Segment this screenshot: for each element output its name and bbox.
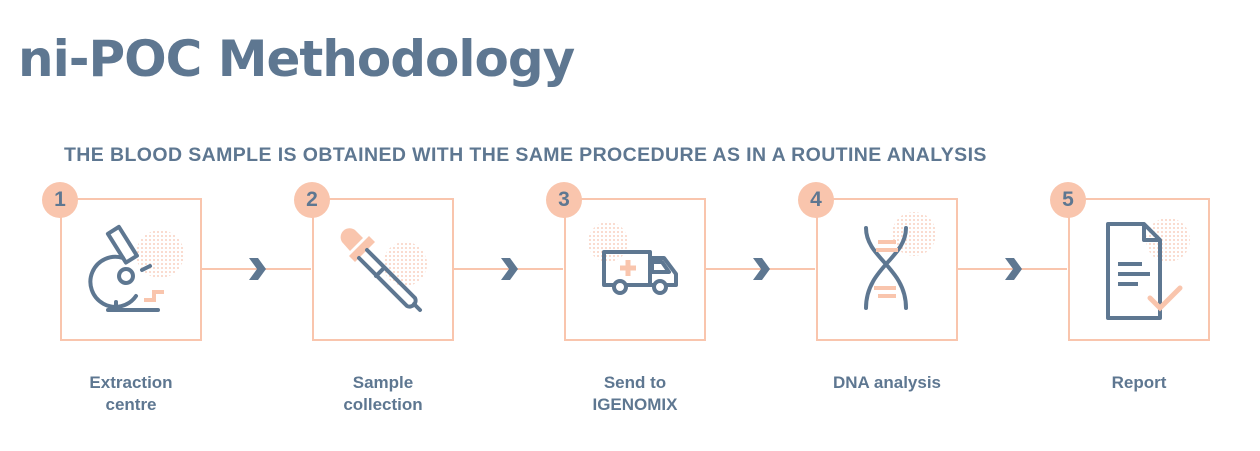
chevron-right-icon — [753, 258, 770, 280]
step-number-badge: 1 — [42, 182, 78, 218]
page-subtitle: THE BLOOD SAMPLE IS OBTAINED WITH THE SA… — [64, 144, 987, 166]
step-send-to-igenomix: 3 — [546, 182, 706, 341]
step-extraction-centre: 1 — [42, 182, 202, 341]
connector-line — [454, 268, 563, 270]
step-number-badge: 3 — [546, 182, 582, 218]
connector-line — [958, 268, 1067, 270]
step-number-badge: 4 — [798, 182, 834, 218]
dropper-icon — [340, 228, 427, 312]
step-dna-analysis: 4 — [798, 182, 958, 341]
chevron-right-icon — [501, 258, 518, 280]
step-report: 5 — [1050, 182, 1210, 341]
connector-line — [202, 268, 311, 270]
step-label: Extraction centre — [89, 373, 173, 414]
step-label: DNA analysis — [832, 373, 942, 392]
chevron-right-icon — [1005, 258, 1022, 280]
microscope-icon — [88, 224, 184, 312]
connector-line — [706, 268, 815, 270]
step-box — [60, 198, 202, 341]
step-number-badge: 5 — [1050, 182, 1086, 218]
report-icon — [1106, 218, 1190, 320]
step-label: Sample collection — [343, 373, 423, 414]
page-title: ni-POC Methodology — [18, 30, 575, 88]
chevron-right-icon — [249, 258, 266, 280]
step-box — [816, 198, 958, 341]
step-sample-collection: 2 — [294, 182, 454, 341]
dna-icon — [864, 212, 936, 310]
ambulance-icon — [588, 222, 678, 295]
step-label: Send to IGENOMIX — [592, 373, 678, 414]
step-label: Report — [1111, 373, 1167, 392]
step-number-badge: 2 — [294, 182, 330, 218]
